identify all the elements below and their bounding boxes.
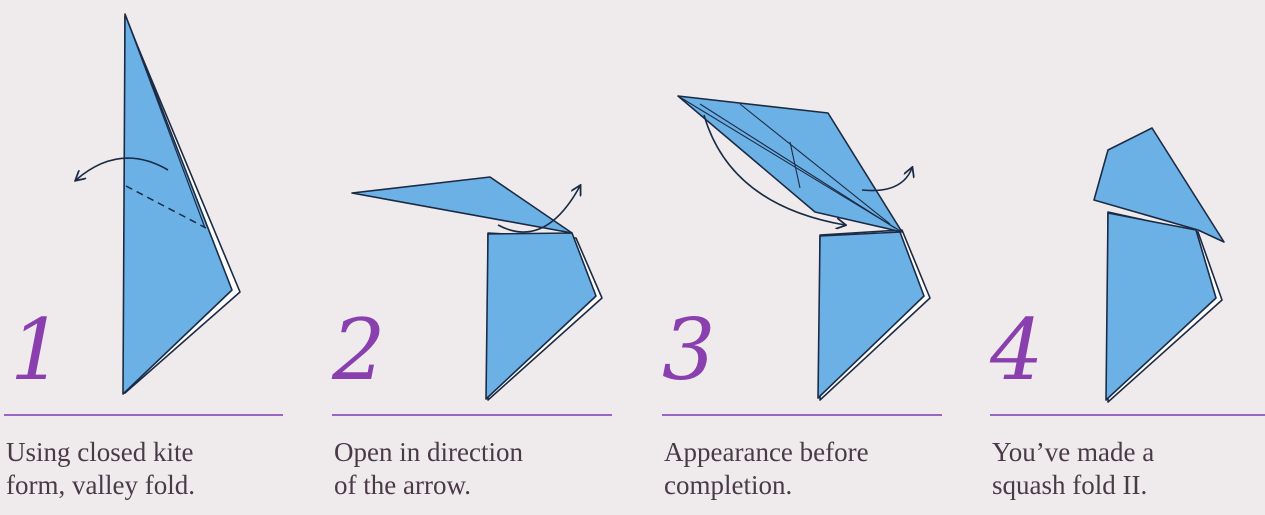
flap-crease <box>351 192 573 234</box>
kite-edge-line <box>124 13 206 229</box>
caption-line: Open in direction <box>334 437 523 467</box>
caption-line: completion. <box>664 470 793 500</box>
open-arrow <box>497 186 580 233</box>
step-3-diagram <box>677 95 931 401</box>
step-caption: Open in direction of the arrow. <box>334 436 523 502</box>
step-number: 2 <box>332 301 386 399</box>
divider-rule <box>990 414 1265 416</box>
caption-line: Using closed kite <box>6 437 194 467</box>
step-number: 4 <box>990 301 1044 399</box>
flap-layer-line <box>739 103 891 225</box>
lift-arrow <box>861 168 912 192</box>
caption-line: You’ve made a <box>992 437 1155 467</box>
divider-rule <box>4 414 283 416</box>
kite-shape <box>122 13 233 395</box>
flap-layer-line <box>699 103 896 229</box>
valley-fold-line <box>125 185 207 229</box>
divider-rule <box>662 414 942 416</box>
step-2-diagram <box>351 176 603 401</box>
step-caption: Appearance before completion. <box>664 436 869 502</box>
step-caption: You’ve made a squash fold II. <box>992 436 1154 502</box>
step-4-diagram <box>1093 127 1225 403</box>
body-shape <box>485 232 597 400</box>
step-number: 3 <box>662 301 716 399</box>
divider-rule <box>332 414 612 416</box>
caption-line: Appearance before <box>664 437 869 467</box>
step-number: 1 <box>10 301 64 399</box>
squashed-flap <box>1093 127 1225 243</box>
caption-line: of the arrow. <box>334 470 471 500</box>
caption-line: squash fold II. <box>992 470 1148 500</box>
body-shape <box>817 231 925 399</box>
body-shape <box>1105 212 1217 401</box>
opened-flap <box>351 176 573 234</box>
step-1-diagram <box>76 13 241 395</box>
swing-arrow <box>703 114 845 225</box>
flap-layer-line <box>789 141 801 189</box>
step-caption: Using closed kite form, valley fold. <box>6 436 195 502</box>
caption-line: form, valley fold. <box>6 470 195 500</box>
fold-arrow <box>76 157 169 180</box>
